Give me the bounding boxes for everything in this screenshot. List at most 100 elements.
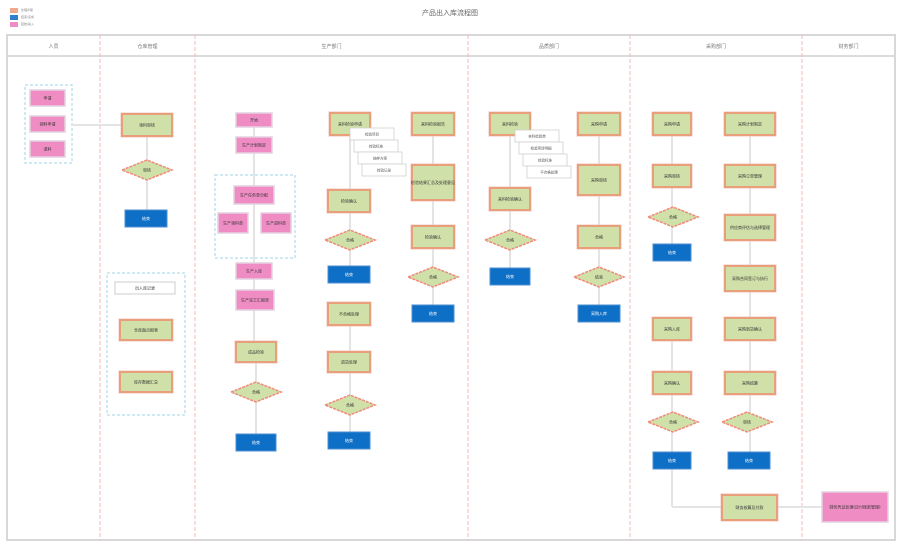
decision-node: 审核 [719, 411, 775, 433]
node-label: 供应商评估与选择管理 [730, 224, 770, 230]
node-label: 来料检验确认 [498, 196, 522, 202]
node-label: 生产退料单 [266, 220, 286, 226]
node-label: 采购审核 [664, 173, 680, 179]
note-shape [361, 163, 407, 177]
process-node: 库存数据汇总 [118, 370, 174, 394]
input-node: 开始 [235, 112, 273, 128]
note-card: 检验标准 [522, 153, 568, 167]
input-node: 生产入库 [235, 262, 273, 280]
input-shape [29, 115, 66, 133]
legend-item: 起始/输入 [10, 21, 34, 27]
input-shape [235, 136, 273, 154]
end-node: 结束 [411, 304, 455, 323]
end-shape [411, 304, 455, 323]
node-label: 结束 [345, 437, 353, 443]
input-shape [821, 491, 889, 523]
lane-header: 财务部门 [838, 43, 858, 50]
node-label: 来料检验报告 [421, 121, 445, 127]
note-card: 检验项目 [349, 127, 395, 141]
node-label: 领料申请 [40, 121, 56, 127]
process-node: 采购到货确认 [723, 316, 777, 342]
end-node: 结束 [327, 431, 371, 450]
node-label: 生产入库 [246, 268, 262, 274]
node-label: 退货处理 [341, 359, 357, 365]
decision-shape [119, 159, 175, 181]
note-text: 检验项目明细 [531, 146, 552, 151]
process-node: 供应商评估与选择管理 [723, 213, 777, 242]
legend: 处理步骤 结束/完成 起始/输入 [10, 7, 34, 28]
node-label: 采购审核 [591, 177, 607, 183]
node-label: 采购合同签订与执行 [732, 275, 768, 281]
node-label: 结束 [429, 310, 437, 316]
process-shape [327, 351, 371, 373]
process-node: 来料检验报告 [410, 111, 456, 137]
process-shape [577, 164, 621, 196]
input-shape [260, 212, 292, 234]
decision-node: 合格 [228, 381, 284, 403]
note-card: 检验标准 [353, 139, 399, 153]
node-label: 结束 [745, 457, 753, 463]
process-node: 检验结果汇总及处理意见 [410, 163, 456, 202]
process-node: 采购审核 [576, 163, 622, 197]
note-text: 来料检验单 [528, 134, 546, 139]
note-card: 不合格处理 [526, 165, 572, 179]
process-node: 合格 [576, 224, 622, 250]
lane-header: 仓库管理 [137, 43, 157, 50]
decision-shape [405, 266, 461, 288]
node-label: 采购结算 [742, 380, 758, 386]
process-shape [235, 341, 277, 363]
process-node: 检验确认 [410, 224, 456, 250]
input-shape [217, 212, 249, 234]
decision-shape [228, 381, 284, 403]
end-shape [327, 431, 371, 450]
input-node: 财务凭证处理(应付账款管理) [821, 491, 889, 523]
node-label: 结束 [142, 215, 150, 221]
input-node: 申请 [29, 89, 66, 107]
decision-node: 审核 [119, 159, 175, 181]
node-label: 财务核算及付款 [736, 504, 764, 510]
process-shape [327, 302, 371, 326]
process-node: 不合格处理 [326, 301, 372, 327]
note-text: 检验标准 [369, 144, 383, 149]
label-shape [114, 281, 176, 295]
legend-item: 结束/完成 [10, 14, 34, 20]
node-label: 领料审核 [139, 122, 155, 128]
process-node: 采购确认 [651, 370, 693, 396]
node-label: 生产完工汇报单 [241, 297, 269, 303]
decision-shape [645, 411, 701, 433]
end-shape [577, 304, 621, 323]
node-label: 结束 [252, 439, 260, 445]
process-node: 采购计划制定 [723, 111, 777, 137]
node-label: 采购申请 [664, 121, 680, 127]
decision-node: 结束 [571, 266, 627, 288]
end-shape [235, 433, 277, 452]
node-label: 检验确认 [341, 198, 357, 204]
end-node: 结束 [652, 243, 692, 262]
process-node: 采购订单管理 [723, 163, 777, 189]
decision-node: 合格 [322, 229, 378, 251]
input-node: 生产退料单 [260, 212, 292, 234]
process-shape [721, 494, 778, 521]
node-label: 审核 [143, 167, 151, 173]
process-shape [411, 112, 455, 136]
node-label: 采购确认 [664, 380, 680, 386]
decision-shape [322, 229, 378, 251]
input-shape [235, 262, 273, 280]
legend-label: 处理步骤 [21, 8, 34, 12]
node-label: 合格 [506, 237, 514, 243]
node-label: 生产任务单分配 [240, 192, 268, 198]
node-label: 来料检验申请 [338, 121, 362, 127]
input-shape [233, 185, 275, 205]
node-label: 采购到货确认 [738, 326, 762, 332]
process-shape [489, 112, 531, 136]
process-shape [411, 225, 455, 249]
process-shape [652, 371, 692, 395]
end-shape [489, 267, 531, 286]
node-label: 合格 [346, 237, 354, 243]
decision-node: 合格 [482, 229, 538, 251]
process-shape [724, 371, 776, 395]
decision-shape [571, 266, 627, 288]
process-shape [327, 189, 371, 213]
process-node: 成品检验 [234, 340, 278, 364]
